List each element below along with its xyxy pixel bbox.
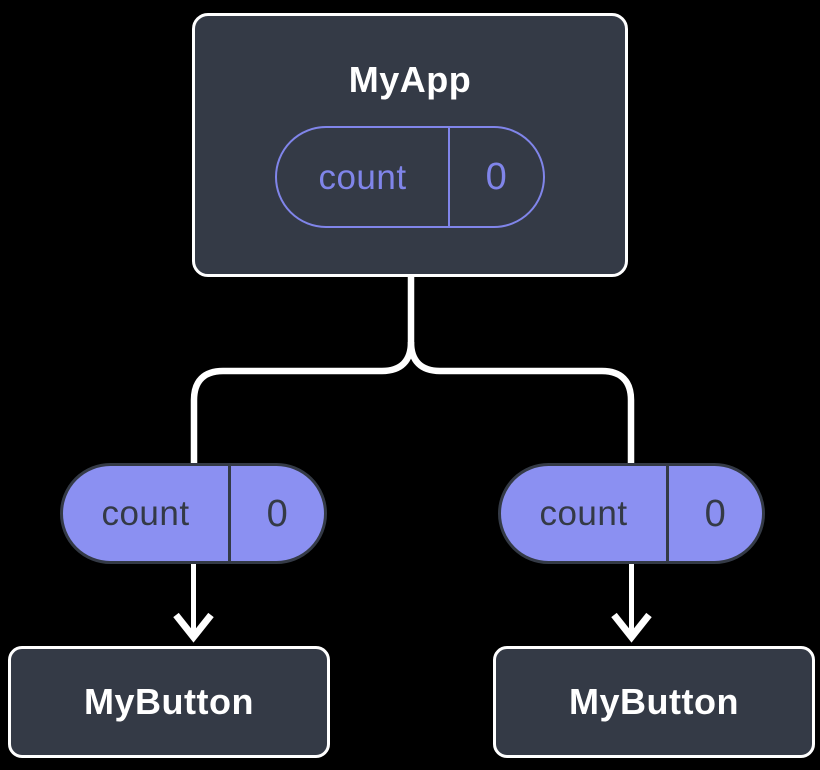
left-prop-pill: count 0 (60, 463, 327, 564)
child-component-title: MyButton (84, 681, 254, 722)
pill-divider (228, 466, 231, 561)
child-component-title: MyButton (569, 681, 739, 722)
pill-divider (448, 128, 450, 226)
right-prop-pill: count 0 (498, 463, 765, 564)
state-name-label: count (318, 157, 407, 197)
right-child-component-box: MyButton (493, 646, 815, 758)
root-component-box: MyApp count 0 (192, 13, 628, 277)
prop-value-label: 0 (704, 492, 727, 535)
prop-name-label: count (101, 494, 190, 533)
root-component-title: MyApp (348, 59, 472, 100)
pill-divider (666, 466, 669, 561)
prop-name-label: count (539, 494, 628, 533)
root-state-pill: count 0 (275, 126, 545, 228)
state-value-label: 0 (485, 156, 508, 198)
prop-value-label: 0 (266, 492, 289, 535)
left-child-component-box: MyButton (8, 646, 330, 758)
